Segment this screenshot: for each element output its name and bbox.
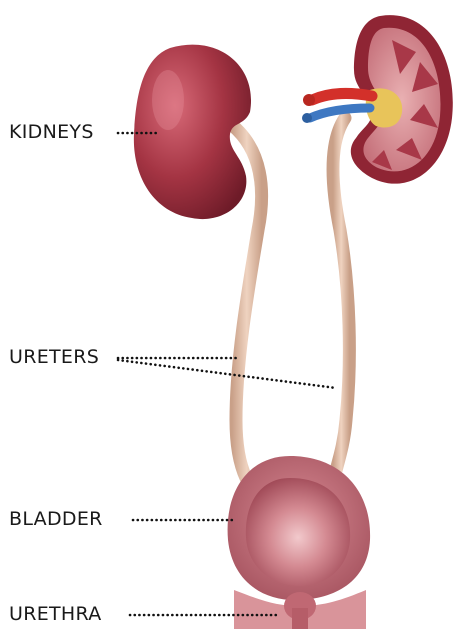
urethra: [234, 590, 366, 629]
bladder: [228, 456, 371, 600]
right-ureter: [333, 118, 349, 478]
kidneys-label: KIDNEYS: [9, 121, 94, 143]
renal-artery: [312, 93, 372, 100]
artery-stump: [303, 94, 315, 106]
ureters-leader-line-right: [118, 360, 336, 388]
vein-stump: [302, 113, 312, 123]
ureters-label: URETERS: [9, 346, 99, 368]
bladder-label: BLADDER: [9, 508, 103, 530]
urethra-label: URETHRA: [9, 603, 102, 625]
